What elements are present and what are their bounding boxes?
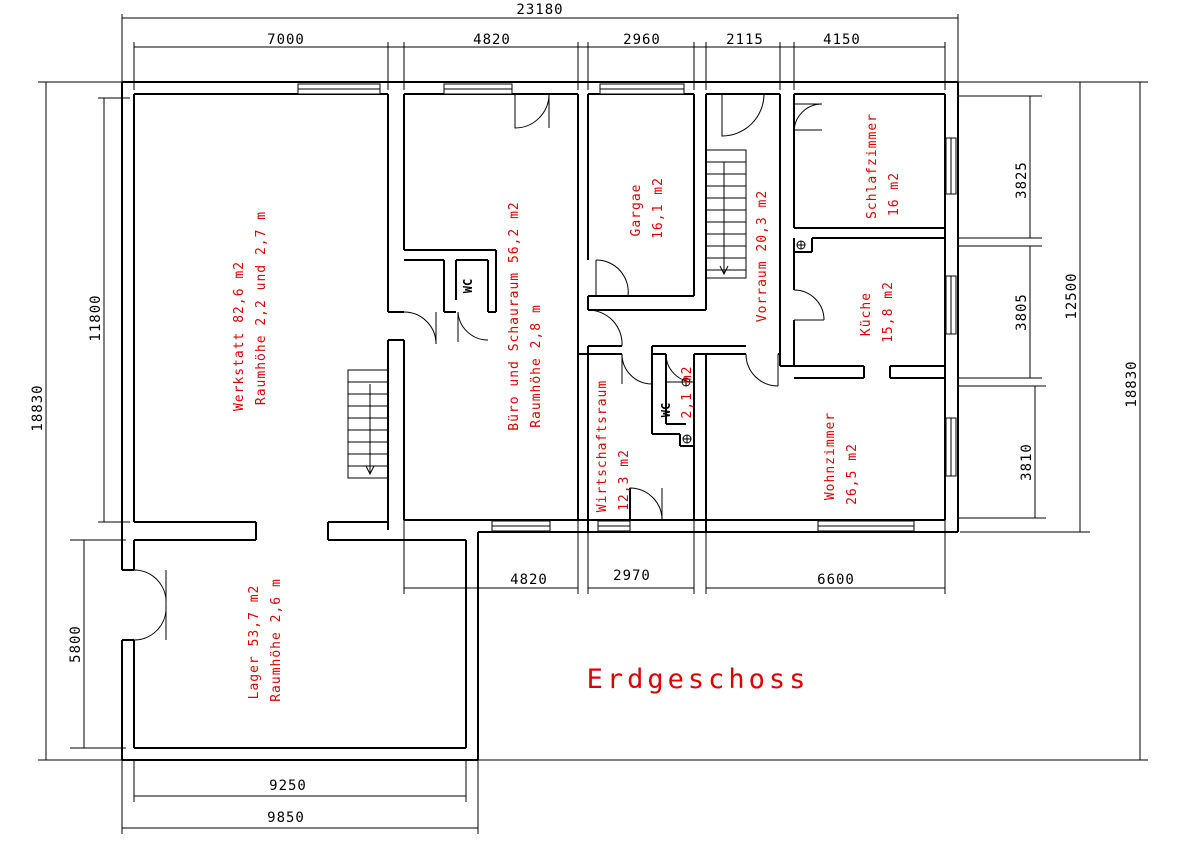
vorraum-label: Vorraum 20,3 m2 [755,190,770,322]
dim-top-1: 7000 [267,32,305,48]
wc-small-area: 2,1 m2 [680,366,695,419]
drain-symbols [681,240,806,444]
walls [121,81,959,761]
werkstatt-label: Werkstatt 82,6 m2 [232,261,247,411]
wc-buero-label: WC [461,279,475,293]
dim-bottom-3: 6600 [817,572,855,588]
dim-top-4: 2115 [726,32,764,48]
dim-right-2: 3805 [1014,293,1030,331]
dim-top-2: 4820 [473,32,511,48]
kueche-label: Küche [859,292,874,336]
dim-overall-width: 23180 [516,2,563,18]
dim-right-overall: 18830 [1124,360,1140,407]
wohnzimmer-label: Wohnzimmer [823,412,838,500]
lager-label: Lager 53,7 m2 [247,585,262,700]
buero-label: Büro und Schauraum 56,2 m2 [507,201,522,431]
windows [297,83,957,532]
dim-bottom-1: 4820 [510,572,548,588]
room-labels: Werkstatt 82,6 m2 Raumhöhe 2,2 und 2,7 m… [232,113,902,702]
dim-top-3: 2960 [623,32,661,48]
dim-left-overall: 18830 [30,384,46,431]
wohnzimmer-area: 26,5 m2 [845,443,860,505]
lager-height: Raumhöhe 2,6 m [269,578,284,702]
schlafzimmer-area: 16 m2 [887,172,902,216]
dim-bottom-2: 2970 [613,568,651,584]
dim-right-1: 3825 [1014,161,1030,199]
doors [133,93,825,641]
dim-right-house: 12500 [1064,272,1080,319]
dimension-lines [38,14,1148,834]
plan-title: Erdgeschoss [587,664,810,695]
wirtschaftsraum-area: 12,3 m2 [617,449,632,511]
stairs [347,149,747,479]
garage-area: 16,1 m2 [651,177,666,239]
buero-height: Raumhöhe 2,8 m [529,304,544,428]
dim-left-upper: 11800 [88,294,104,341]
dimension-labels: 23180 7000 4820 2960 2115 4150 4820 2970… [30,2,1140,826]
dim-lager-outer: 9850 [267,810,305,826]
wc-small-label: WC [659,403,673,417]
dim-top-5: 4150 [823,32,861,48]
wirtschaftsraum-label: Wirtschaftsraum [595,380,610,512]
werkstatt-height: Raumhöhe 2,2 und 2,7 m [254,211,269,405]
dim-right-3: 3810 [1019,443,1035,481]
dim-lager-inner: 9250 [269,778,307,794]
kueche-area: 15,8 m2 [881,281,896,343]
dim-left-lower: 5800 [68,625,84,663]
garage-label: Gargae [629,184,644,237]
schlafzimmer-label: Schlafzimmer [865,113,880,219]
